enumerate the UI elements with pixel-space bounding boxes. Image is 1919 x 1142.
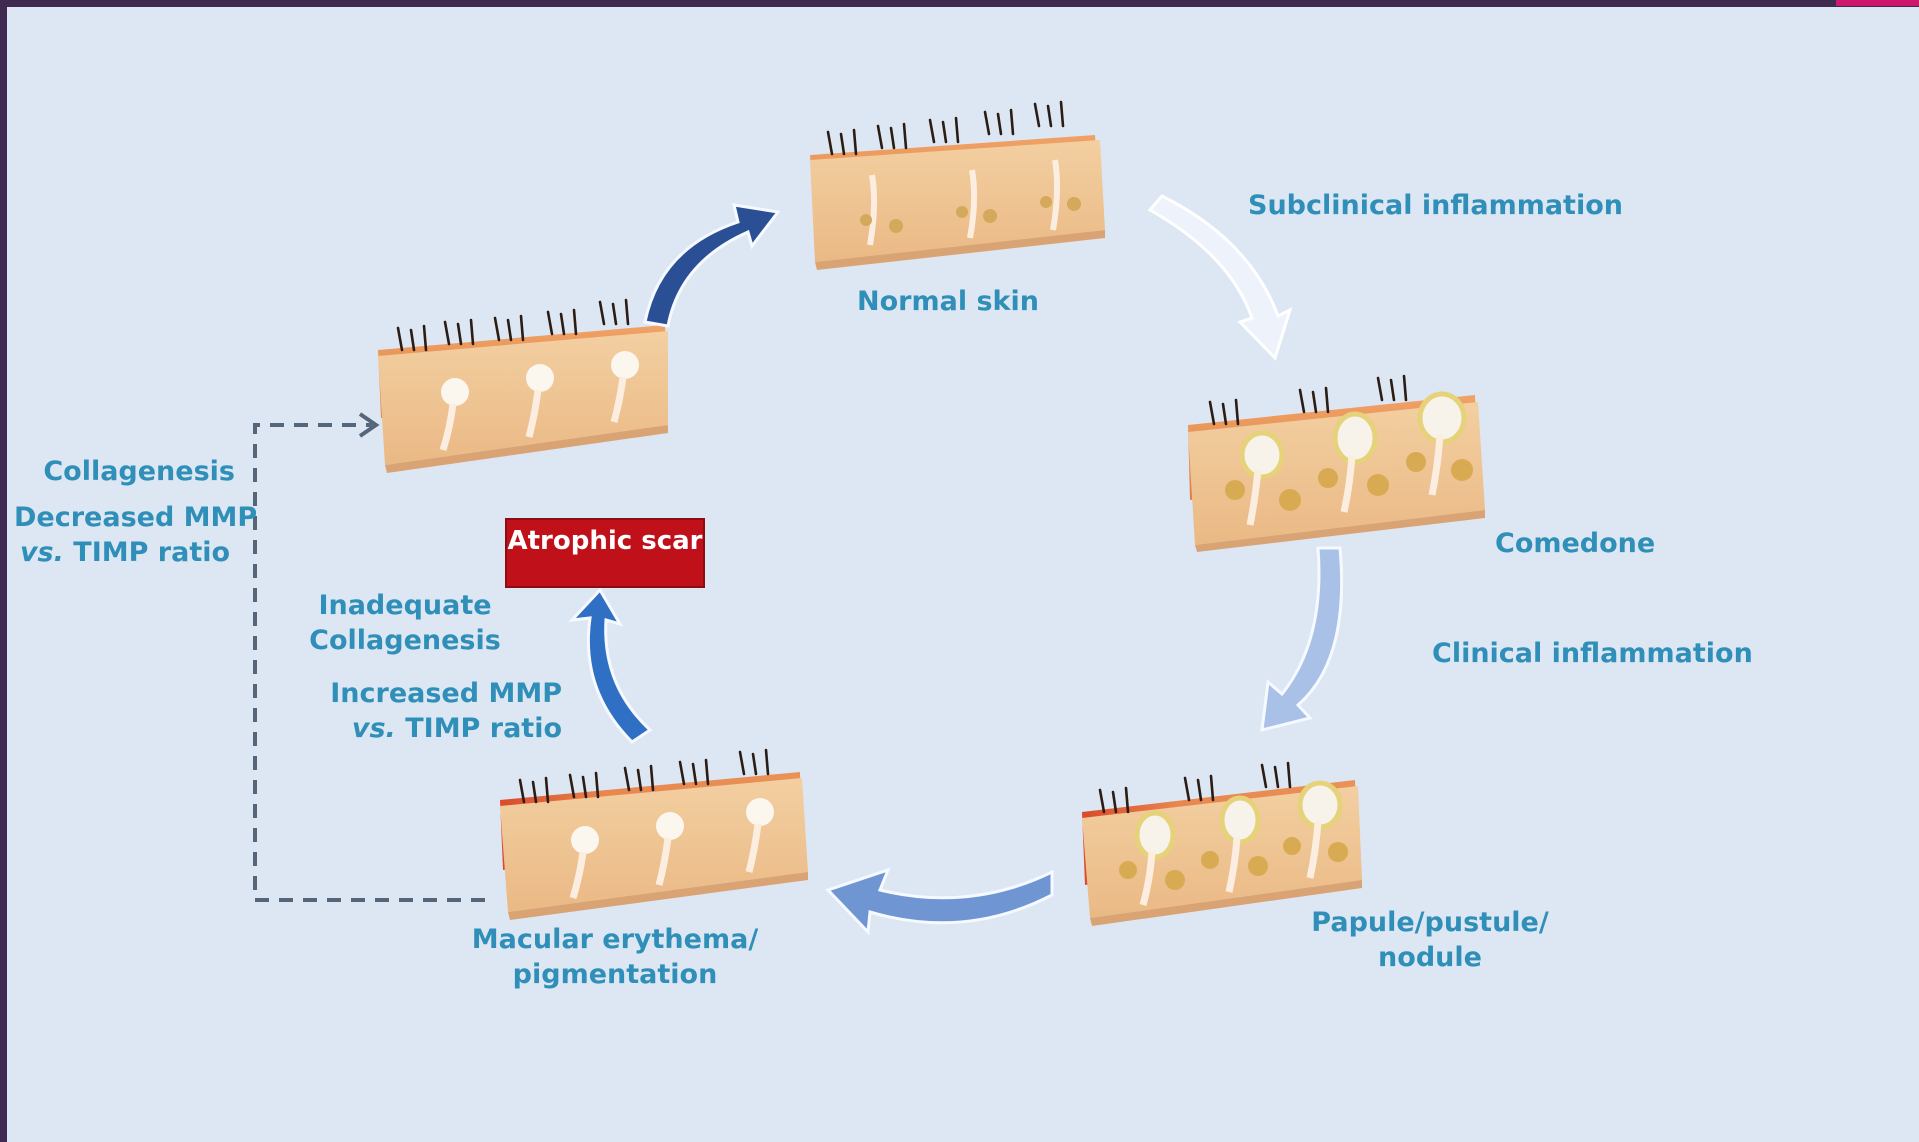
clinical-arrow bbox=[1262, 548, 1342, 730]
label-increased-mmp: Increased MMP vs. TIMP ratio bbox=[300, 676, 562, 746]
label-subclinical-inflammation: Subclinical inflammation bbox=[1248, 188, 1623, 223]
decreased-line-1: Decreased MMP bbox=[14, 500, 236, 535]
label-macular: Macular erythema/ pigmentation bbox=[470, 922, 760, 992]
papule-block bbox=[1082, 763, 1362, 926]
macular-arrow bbox=[828, 870, 1052, 932]
papule-line-1: Papule/pustule/ bbox=[1300, 905, 1560, 940]
normal-return-arrow bbox=[645, 205, 778, 326]
decreased-vs: vs. bbox=[20, 537, 64, 568]
papule-line-2: nodule bbox=[1300, 940, 1560, 975]
atrophic-scar-box: Atrophic scar bbox=[505, 518, 705, 588]
healed-skin-block bbox=[378, 300, 668, 473]
macular-line-2: pigmentation bbox=[470, 957, 760, 992]
increased-rest: TIMP ratio bbox=[396, 713, 562, 744]
label-collagenesis: Collagenesis bbox=[20, 454, 235, 489]
decreased-rest: TIMP ratio bbox=[64, 537, 230, 568]
normal-skin-block bbox=[810, 102, 1105, 270]
label-normal-skin: Normal skin bbox=[857, 284, 1039, 319]
label-decreased-mmp: Decreased MMP vs. TIMP ratio bbox=[14, 500, 236, 570]
label-papule: Papule/pustule/ nodule bbox=[1300, 905, 1560, 975]
increased-line-1: Increased MMP bbox=[300, 676, 562, 711]
decreased-line-2: vs. TIMP ratio bbox=[14, 535, 236, 570]
increased-vs: vs. bbox=[352, 713, 396, 744]
comedone-block bbox=[1188, 376, 1485, 552]
collagenesis-dashed-path bbox=[255, 425, 485, 900]
label-inadequate-collagenesis: Inadequate Collagenesis bbox=[300, 588, 510, 658]
inadequate-line-2: Collagenesis bbox=[300, 623, 510, 658]
scar-arrow bbox=[572, 590, 650, 742]
inadequate-line-1: Inadequate bbox=[300, 588, 510, 623]
macular-line-1: Macular erythema/ bbox=[470, 922, 760, 957]
macular-block bbox=[500, 750, 808, 920]
label-clinical-inflammation: Clinical inflammation bbox=[1432, 636, 1753, 671]
label-comedone: Comedone bbox=[1495, 526, 1655, 561]
increased-line-2: vs. TIMP ratio bbox=[300, 711, 562, 746]
